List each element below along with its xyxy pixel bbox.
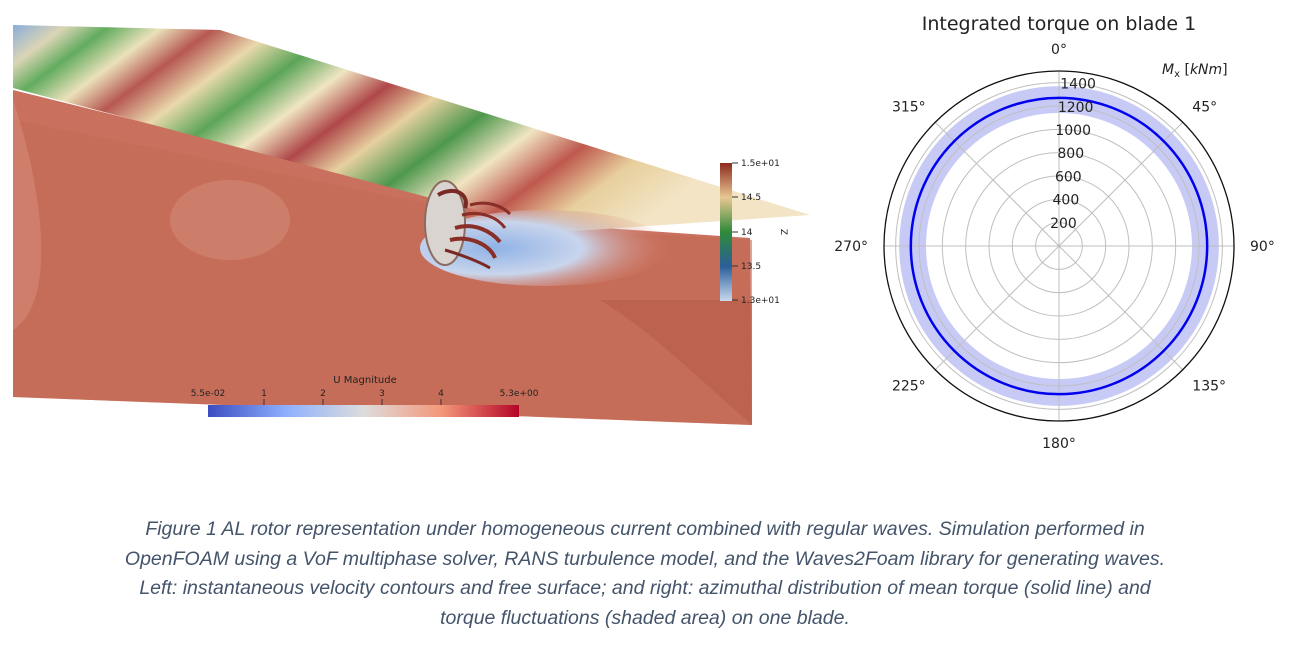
angular-grid-line bbox=[934, 121, 1060, 247]
radial-tick-label: 400 bbox=[1053, 193, 1080, 209]
caption-line: Figure 1 AL rotor representation under h… bbox=[145, 518, 1145, 540]
polar-grid bbox=[883, 70, 1235, 422]
cfd-visualization: U Magnitude 5.5e-02 1 2 3 4 5.3e+00 1.5e… bbox=[13, 25, 810, 425]
caption-line: Left: instantaneous velocity contours an… bbox=[139, 577, 1151, 599]
velocity-colorbar: U Magnitude 5.5e-02 1 2 3 4 5.3e+00 bbox=[191, 375, 539, 417]
angular-grid-line bbox=[1058, 245, 1184, 371]
velocity-tick: 5.3e+00 bbox=[500, 389, 539, 399]
polar-labels: 200 400 600 800 1000 1200 1400 0° 45° 90° 135° 180°… bbox=[834, 42, 1275, 452]
figure-caption: Figure 1 AL rotor representation under h… bbox=[20, 515, 1270, 633]
radial-axis-label: Mx [kNm] bbox=[1162, 62, 1228, 80]
angle-tick-label: 180° bbox=[1042, 436, 1076, 452]
angle-tick-label: 45° bbox=[1192, 100, 1217, 116]
radial-tick-label: 600 bbox=[1055, 169, 1082, 185]
velocity-colorbar-gradient bbox=[208, 405, 519, 417]
elevation-tick: 14.5 bbox=[741, 193, 761, 203]
free-surface bbox=[13, 25, 810, 232]
angular-grid-line bbox=[934, 245, 1060, 371]
polar-frame bbox=[883, 70, 1235, 422]
elevation-tick: 1.3e+01 bbox=[741, 296, 780, 306]
elevation-tick: 1.5e+01 bbox=[741, 159, 780, 169]
radial-tick-label: 200 bbox=[1050, 216, 1077, 232]
mean-torque-curve bbox=[909, 96, 1209, 396]
mean-torque-line bbox=[909, 96, 1209, 396]
elevation-colorbar: 1.5e+01 14.5 14 13.5 1.3e+01 Z bbox=[720, 159, 788, 306]
radial-tick-label: 1400 bbox=[1060, 77, 1096, 93]
caption-line: torque fluctuations (shaded area) on one… bbox=[440, 606, 850, 629]
angle-tick-label: 0° bbox=[1051, 42, 1067, 58]
elevation-colorbar-gradient bbox=[720, 163, 732, 301]
angle-tick-label: 315° bbox=[892, 100, 926, 116]
radial-tick-label: 1000 bbox=[1055, 123, 1091, 139]
velocity-tick: 4 bbox=[438, 389, 444, 399]
velocity-tick: 2 bbox=[320, 389, 326, 399]
angle-tick-label: 135° bbox=[1192, 378, 1226, 394]
elevation-tick: 13.5 bbox=[741, 262, 761, 272]
radial-tick-label: 800 bbox=[1057, 146, 1084, 162]
velocity-tick: 1 bbox=[261, 389, 267, 399]
angle-tick-label: 270° bbox=[834, 239, 868, 255]
chart-title: Integrated torque on blade 1 bbox=[922, 13, 1197, 35]
elevation-colorbar-title: Z bbox=[778, 229, 788, 235]
velocity-tick: 5.5e-02 bbox=[191, 389, 226, 399]
angle-tick-label: 90° bbox=[1250, 239, 1275, 255]
radial-tick-label: 1200 bbox=[1058, 100, 1094, 116]
polar-torque-chart: Integrated torque on blade 1 200 400 600 80… bbox=[834, 13, 1275, 452]
angular-grid-line bbox=[1058, 121, 1184, 247]
elevation-tick: 14 bbox=[741, 228, 753, 238]
caption-line: OpenFOAM using a VoF multiphase solver, … bbox=[124, 547, 1166, 570]
rotor bbox=[424, 180, 512, 270]
angle-tick-label: 225° bbox=[892, 378, 926, 394]
velocity-tick: 3 bbox=[379, 389, 385, 399]
velocity-colorbar-title: U Magnitude bbox=[333, 375, 396, 386]
